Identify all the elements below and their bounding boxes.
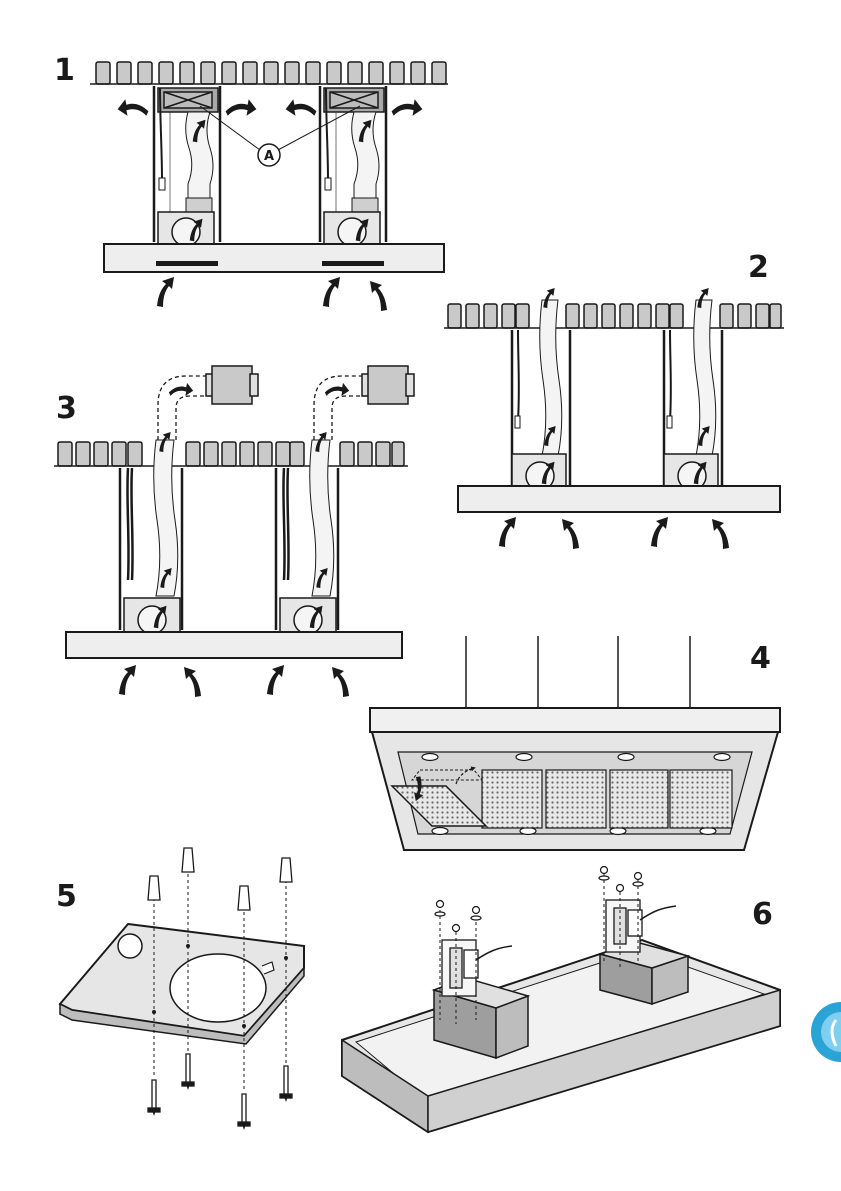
callout-a-label: A bbox=[264, 149, 274, 164]
step-2-diagram bbox=[444, 288, 784, 549]
hood-body-1 bbox=[104, 244, 444, 272]
ceiling-joists-1 bbox=[96, 62, 446, 84]
recirculation-filter-box bbox=[158, 88, 384, 112]
motor-housing bbox=[158, 212, 380, 246]
flexible-duct bbox=[186, 112, 379, 212]
wall-fan-box bbox=[206, 366, 414, 404]
step-4-diagram bbox=[370, 636, 780, 850]
blue-badge-icon bbox=[811, 1002, 841, 1062]
hood-body-3 bbox=[66, 632, 402, 658]
step-1-diagram: A bbox=[90, 62, 448, 311]
step-6-diagram bbox=[342, 867, 780, 1133]
screw-icon bbox=[148, 1054, 292, 1128]
step-5-diagram bbox=[60, 848, 304, 1128]
hood-body-2 bbox=[458, 486, 780, 512]
step-3-diagram bbox=[54, 366, 414, 697]
wall-plug-icon bbox=[148, 848, 292, 910]
